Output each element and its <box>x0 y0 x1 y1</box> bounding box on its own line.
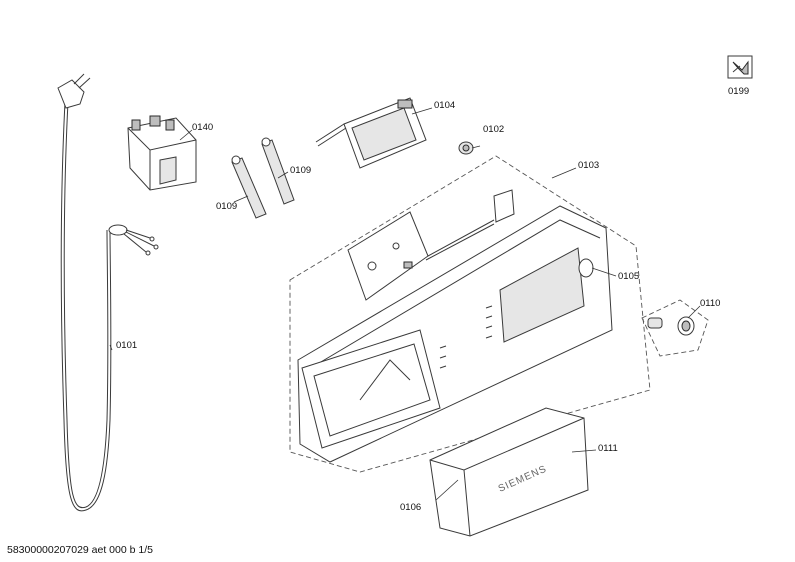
callout-0104: 0104 <box>434 100 455 111</box>
callout-0140: 0140 <box>192 122 213 133</box>
callout-0103: 0103 <box>578 160 599 171</box>
callout-0109-left: 0109 <box>216 201 237 212</box>
flap-door-part-0111[interactable]: SIEMENS <box>429 407 589 537</box>
callout-0101: 0101 <box>116 340 137 351</box>
callout-0102: 0102 <box>483 124 504 135</box>
callout-0109-right: 0109 <box>290 165 311 176</box>
callout-0110: 0110 <box>700 298 720 309</box>
electronic-board-part[interactable] <box>347 189 515 301</box>
light-guide-strip-part-0109-b[interactable] <box>261 137 295 205</box>
callout-0199: 0199 <box>728 86 749 97</box>
service-tool-icon[interactable] <box>727 55 753 79</box>
interference-filter-part-0140[interactable] <box>127 115 197 191</box>
callout-0105: 0105 <box>618 271 639 282</box>
callout-0111: 0111 <box>598 443 618 454</box>
drawing-reference-footer: 58300000207029 aet 000 b 1/5 <box>7 544 153 556</box>
assembly-group-outline-0103 <box>289 155 651 473</box>
power-cable-part-0101[interactable] <box>57 73 159 512</box>
light-guide-strip-part-0109-a[interactable] <box>231 155 267 219</box>
knob-part-0102[interactable] <box>458 141 474 155</box>
control-module-part-0104[interactable] <box>315 97 427 169</box>
callout-0106: 0106 <box>400 502 421 513</box>
control-panel-fascia-part-0105[interactable] <box>297 205 613 463</box>
push-button-part-0110[interactable] <box>641 299 709 357</box>
leader-lines <box>109 107 701 501</box>
